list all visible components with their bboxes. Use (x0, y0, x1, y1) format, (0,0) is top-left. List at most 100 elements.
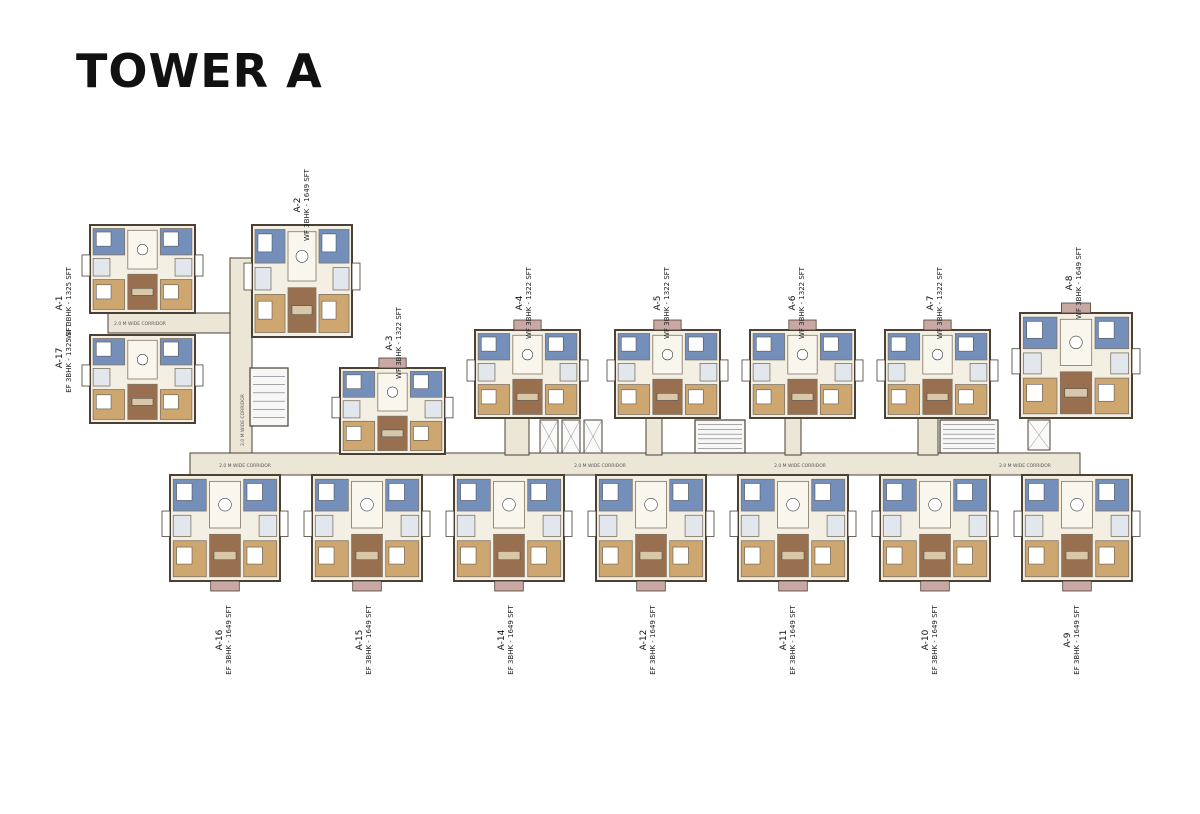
bed (621, 389, 637, 405)
bed (176, 483, 193, 501)
balcony (636, 580, 666, 592)
side-balcony (1013, 510, 1023, 537)
unit-info: EF 3BHK - 1649 SFT (225, 605, 233, 675)
toilet (332, 267, 350, 291)
side-balcony (161, 510, 171, 537)
dining-table (136, 354, 149, 366)
sofa (1064, 388, 1088, 398)
bed (530, 546, 547, 565)
dining-table (931, 349, 944, 361)
bed (958, 389, 974, 405)
toilet (1022, 352, 1042, 375)
dining-table (387, 386, 398, 398)
side-balcony (243, 262, 253, 291)
bed (672, 546, 689, 565)
bed (1098, 483, 1115, 501)
side-balcony (871, 510, 881, 537)
dining-table (1070, 498, 1084, 512)
bed (744, 483, 761, 501)
side-balcony (444, 396, 454, 419)
dining-table (661, 349, 674, 361)
dining-table (1069, 335, 1083, 350)
toilet (172, 514, 192, 537)
toilet (258, 514, 278, 537)
toilet (882, 514, 902, 537)
unit-id: A-11 (779, 630, 789, 651)
unit-info: EF 3BHK - 1649 SFT (931, 605, 939, 675)
balcony (378, 357, 407, 369)
bed (1028, 483, 1045, 501)
bed (823, 389, 839, 405)
side-balcony (563, 510, 573, 537)
toilet (92, 368, 111, 387)
toilet (477, 363, 496, 382)
unit-a-12 (587, 474, 715, 592)
toilet (542, 514, 562, 537)
side-balcony (989, 359, 999, 382)
sofa (213, 551, 237, 561)
bed (321, 300, 337, 320)
bed (688, 336, 704, 352)
bed (257, 233, 273, 253)
bed (246, 483, 263, 501)
bed (321, 233, 337, 253)
unit-info: WF 3BHK - 1322 SFT (663, 266, 671, 339)
side-balcony (876, 359, 886, 382)
bed (460, 483, 477, 501)
bed (163, 394, 179, 410)
sofa (639, 551, 663, 561)
dining-table (796, 349, 809, 361)
unit-info: WF 3BHK - 1322 SFT (525, 266, 533, 339)
bed (163, 341, 179, 357)
unit-a-8 (1011, 302, 1141, 419)
balcony (778, 580, 808, 592)
unit-a-4 (466, 319, 589, 419)
side-balcony (81, 364, 91, 387)
unit-id: A-4 (515, 295, 525, 310)
bed (814, 483, 831, 501)
unit-id: A-12 (639, 630, 649, 651)
bed (96, 284, 112, 300)
side-balcony (194, 254, 204, 277)
lift-cross (539, 419, 559, 454)
bed (413, 426, 429, 441)
sofa (131, 288, 154, 296)
lift-cross (583, 419, 603, 454)
unit-info: EF 3BHK - 1649 SFT (649, 605, 657, 675)
bed (891, 336, 907, 352)
bed (388, 483, 405, 501)
bed (460, 546, 477, 565)
lift-cross (561, 419, 581, 454)
unit-id: A-3 (385, 336, 395, 351)
toilet (968, 514, 988, 537)
upper-left-corridor-label: 2.0 M WIDE CORRIDOR (114, 321, 166, 327)
toilet (752, 363, 771, 382)
lobby (917, 414, 939, 456)
toilet (456, 514, 476, 537)
toilet (598, 514, 618, 537)
sofa (1065, 551, 1089, 561)
unit-id: A-6 (788, 295, 798, 310)
bed (481, 389, 497, 405)
sofa (791, 393, 814, 401)
unit-id: A-1 (55, 296, 65, 311)
bed (163, 231, 179, 247)
staircase (939, 419, 999, 454)
bed (886, 483, 903, 501)
side-balcony (719, 359, 729, 382)
staircase (249, 367, 289, 427)
unit-id: A-8 (1065, 275, 1075, 290)
bed (756, 389, 772, 405)
unit-id: A-10 (921, 629, 931, 650)
dining-table (218, 498, 232, 512)
